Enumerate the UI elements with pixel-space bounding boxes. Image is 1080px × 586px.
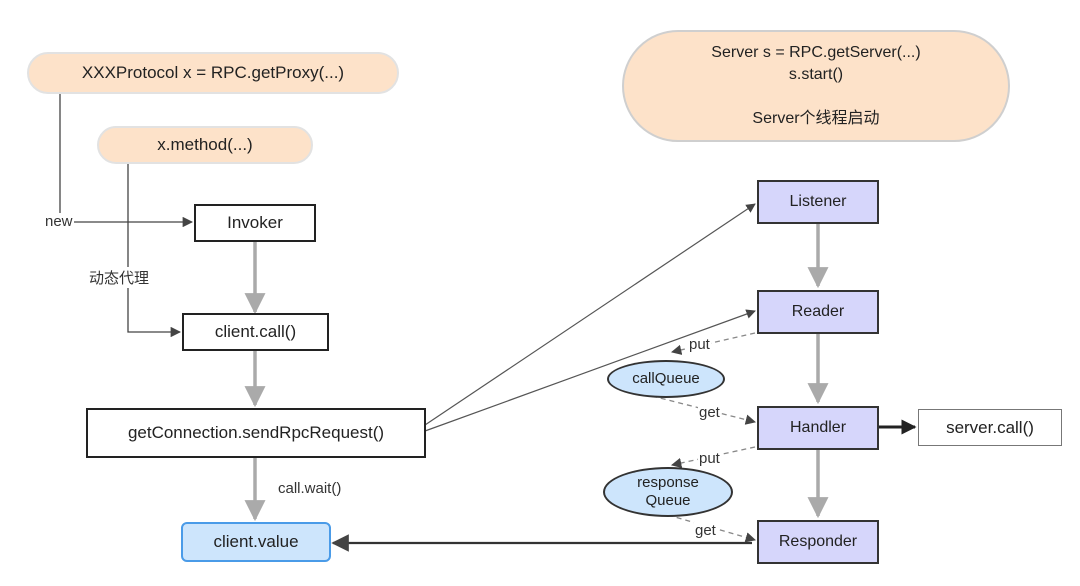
get-call-label: get: [698, 404, 721, 421]
handler-box: Handler: [757, 406, 879, 450]
response-queue-label-line2: Queue: [645, 492, 691, 509]
call-queue-label: callQueue: [632, 370, 700, 387]
dynamic-proxy-connector: [127, 162, 182, 338]
client-call-box: client.call(): [182, 313, 329, 351]
invoker-box: Invoker: [194, 204, 316, 242]
method-call-pill: x.method(...): [97, 126, 313, 164]
response-queue-ellipse: response Queue: [603, 467, 733, 517]
dynamic-proxy-label: 动态代理: [88, 267, 151, 288]
reader-box: Reader: [757, 290, 879, 334]
client-value-box: client.value: [181, 522, 331, 562]
listener-box: Listener: [757, 180, 879, 224]
get-proxy-pill: XXXProtocol x = RPC.getProxy(...): [27, 52, 399, 94]
server-start-pill: Server s = RPC.getServer(...) s.start() …: [622, 30, 1010, 142]
server-call-box: server.call(): [918, 409, 1062, 446]
server-start-line1: Server s = RPC.getServer(...): [711, 44, 921, 61]
server-start-line3: Server个线程启动: [752, 110, 880, 127]
responder-box: Responder: [757, 520, 879, 564]
call-queue-ellipse: callQueue: [607, 360, 725, 398]
put-response-label: put: [698, 450, 721, 467]
put-call-label: put: [688, 336, 711, 353]
call-wait-label: call.wait(): [278, 480, 342, 497]
send-rpc-request-box: getConnection.sendRpcRequest(): [86, 408, 426, 458]
send-to-listener-arrow: [424, 203, 756, 426]
reader-put-callqueue-arrow: [670, 332, 756, 355]
send-to-reader-arrow: [424, 309, 756, 432]
get-response-label: get: [694, 522, 717, 539]
server-start-line2: s.start(): [788, 66, 844, 83]
new-label: new: [44, 213, 74, 230]
response-queue-label-line1: response: [637, 474, 699, 491]
